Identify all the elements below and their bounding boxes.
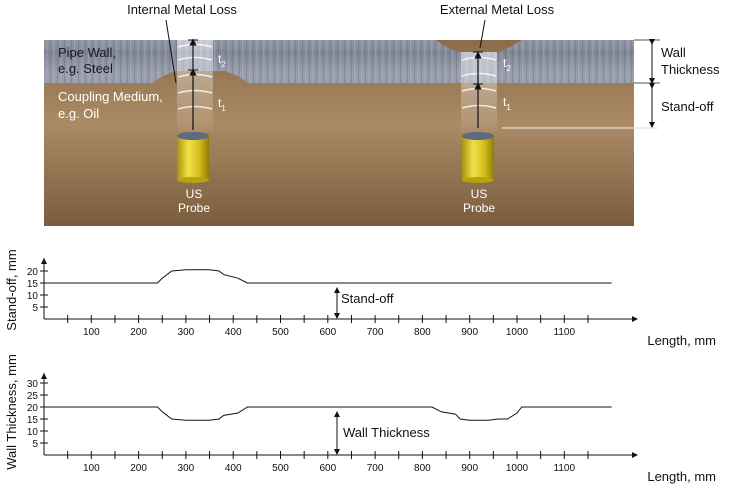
- data-line: [44, 406, 612, 421]
- probe-label-left-1: US: [186, 187, 203, 201]
- internal-callout-leader: [165, 19, 177, 84]
- x-tick-label: 700: [367, 327, 384, 338]
- dimension-markers: [634, 39, 660, 128]
- wall-thickness-chart-ylabel: Wall Thickness, mm: [4, 354, 19, 470]
- x-tick-label: 200: [130, 327, 147, 338]
- y-tick-label: 20: [27, 403, 39, 414]
- t1-label-right: t1: [503, 95, 511, 112]
- x-tick-label: 1000: [506, 327, 529, 338]
- x-tick-label: 200: [130, 463, 147, 474]
- standoff-dim-label: Stand-off: [661, 99, 714, 114]
- x-tick-label: 800: [414, 327, 431, 338]
- x-tick-label: 600: [319, 463, 336, 474]
- x-tick-label: 600: [319, 327, 336, 338]
- internal-metal-loss-label: Internal Metal Loss: [127, 2, 237, 17]
- wall-thickness-dim-label-1: Wall: [661, 45, 686, 60]
- standoff-chart-annotation: Stand-off: [341, 291, 394, 306]
- annotation-arrow-icon: [334, 287, 340, 293]
- probe-label-left-2: Probe: [178, 201, 210, 215]
- wall-thickness-chart-xlabel: Length, mm: [647, 469, 716, 484]
- x-tick-label: 900: [461, 463, 478, 474]
- t1-label-left: t1: [218, 96, 226, 113]
- probe-face: [462, 132, 494, 140]
- x-tick-label: 300: [178, 327, 195, 338]
- coupling-medium-label-1: Coupling Medium,: [58, 89, 163, 104]
- standoff-chart-ylabel: Stand-off, mm: [4, 249, 19, 330]
- x-tick-label: 400: [225, 327, 242, 338]
- y-axis-arrow-icon: [41, 373, 47, 379]
- t2-label-right: t2: [503, 56, 511, 73]
- annotation-arrow-icon: [334, 411, 340, 417]
- coupling-medium-label-2: e.g. Oil: [58, 106, 99, 121]
- y-tick-label: 10: [27, 427, 39, 438]
- x-tick-label: 1100: [554, 463, 576, 474]
- external-metal-loss-label: External Metal Loss: [440, 2, 555, 17]
- y-tick-label: 20: [27, 267, 39, 278]
- x-tick-label: 400: [225, 463, 242, 474]
- x-axis-arrow-icon: [632, 452, 638, 458]
- x-tick-label: 700: [367, 463, 384, 474]
- x-tick-label: 500: [272, 463, 289, 474]
- probe-label-right-1: US: [471, 187, 488, 201]
- t2-label-left: t2: [218, 52, 226, 69]
- y-tick-label: 5: [32, 439, 38, 450]
- pipe-wall-layer: [44, 40, 634, 83]
- y-tick-label: 15: [27, 415, 39, 426]
- probe-body: [177, 136, 209, 180]
- x-tick-label: 300: [178, 463, 195, 474]
- x-tick-label: 900: [461, 327, 478, 338]
- x-axis-arrow-icon: [632, 316, 638, 322]
- pipe-wall-label-2: e.g. Steel: [58, 61, 113, 76]
- wall-thickness-chart: 100 200 300 400 500 600 700 800 900 1000 1100 51015…: [27, 373, 638, 474]
- y-axis-arrow-icon: [41, 258, 47, 264]
- data-line: [44, 269, 612, 284]
- ultrasonic-beam: [177, 40, 213, 132]
- y-tick-label: 30: [27, 379, 39, 390]
- us-probe-right: t2 t1 US Probe: [461, 51, 658, 215]
- ultrasonic-beam: [461, 52, 497, 132]
- pipe-wall-label-1: Pipe Wall,: [58, 45, 116, 60]
- pipe-cross-section: [44, 40, 634, 226]
- probe-face: [177, 132, 209, 140]
- x-tick-label: 1100: [554, 327, 576, 338]
- x-tick-label: 100: [83, 327, 100, 338]
- external-callout-leader: [479, 19, 486, 49]
- probe-label-right-2: Probe: [463, 201, 495, 215]
- y-tick-label: 5: [32, 303, 38, 314]
- probe-body: [462, 136, 494, 180]
- x-tick-label: 500: [272, 327, 289, 338]
- x-tick-label: 800: [414, 463, 431, 474]
- standoff-chart-xlabel: Length, mm: [647, 333, 716, 348]
- wall-thickness-dim-label-2: Thickness: [661, 62, 720, 77]
- x-tick-label: 1000: [506, 463, 529, 474]
- us-probe-left: t2 t1 US Probe: [177, 38, 226, 215]
- wall-thickness-chart-annotation: Wall Thickness: [343, 425, 430, 440]
- standoff-chart: 100 200 300 400 500 600 700 800 900 1000 1100 51015…: [27, 258, 638, 338]
- y-tick-label: 10: [27, 291, 39, 302]
- y-tick-label: 15: [27, 279, 39, 290]
- x-tick-label: 100: [83, 463, 100, 474]
- y-tick-label: 25: [27, 391, 39, 402]
